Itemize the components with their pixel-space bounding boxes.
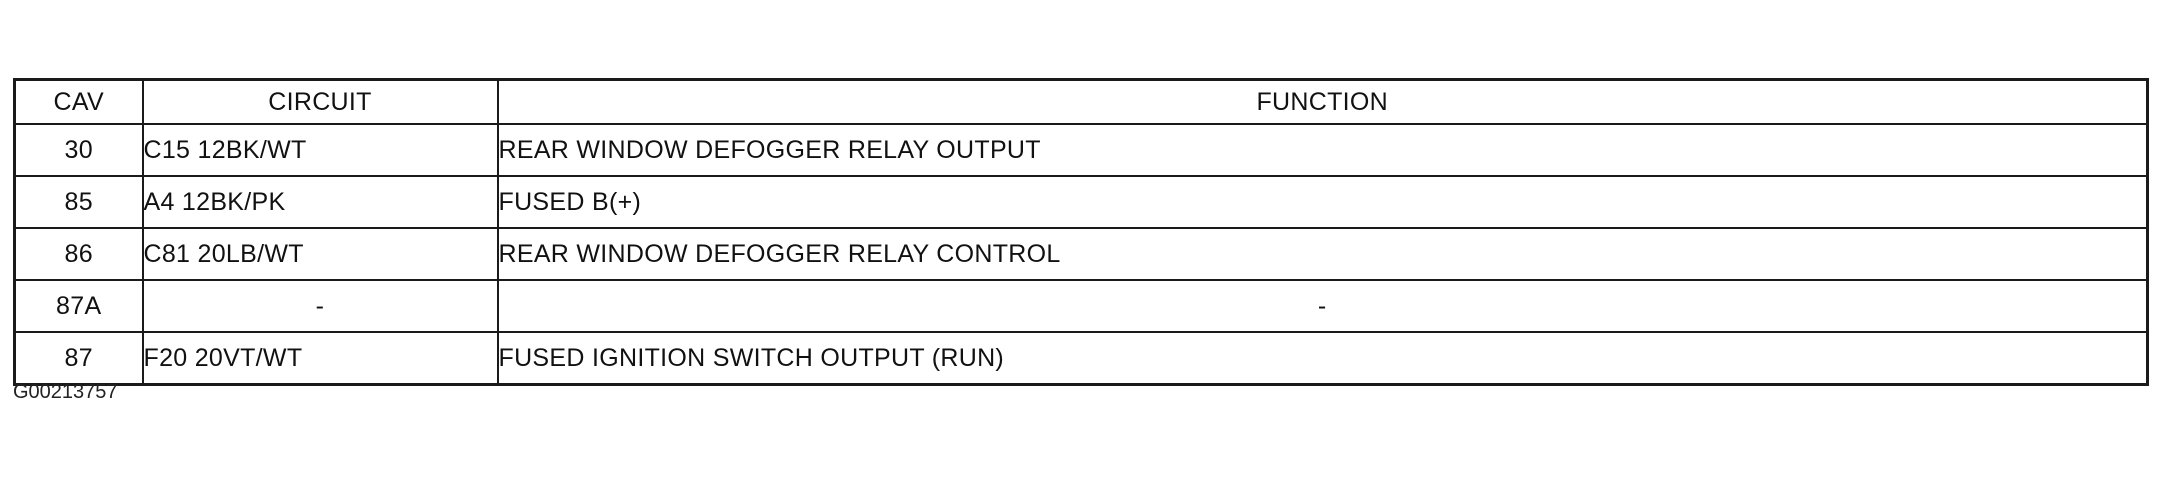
table-row: 87 F20 20VT/WT FUSED IGNITION SWITCH OUT…	[13, 331, 2149, 386]
cell-circuit: C15 12BK/WT	[141, 123, 499, 177]
connector-pinout-table: CAV CIRCUIT FUNCTION 30 C15 12BK/WT REAR…	[13, 78, 2149, 386]
header-function: FUNCTION	[496, 78, 2149, 125]
figure-id-label: G00213757	[13, 381, 118, 403]
cell-cav: 30	[13, 123, 144, 177]
table-row: 30 C15 12BK/WT REAR WINDOW DEFOGGER RELA…	[13, 123, 2149, 177]
table-row: 87A - -	[13, 279, 2149, 333]
cell-function: -	[496, 279, 2149, 333]
cell-circuit: -	[141, 279, 499, 333]
cell-function: FUSED IGNITION SWITCH OUTPUT (RUN)	[496, 331, 2149, 386]
cell-circuit: F20 20VT/WT	[141, 331, 499, 386]
table-header-row: CAV CIRCUIT FUNCTION	[13, 78, 2149, 125]
connector-pinout-table-container: CAV CIRCUIT FUNCTION 30 C15 12BK/WT REAR…	[13, 78, 2149, 386]
cell-cav: 87A	[13, 279, 144, 333]
cell-function: FUSED B(+)	[496, 175, 2149, 229]
cell-cav: 87	[13, 331, 144, 386]
header-cav: CAV	[13, 78, 144, 125]
table-row: 86 C81 20LB/WT REAR WINDOW DEFOGGER RELA…	[13, 227, 2149, 281]
header-circuit: CIRCUIT	[141, 78, 499, 125]
table-row: 85 A4 12BK/PK FUSED B(+)	[13, 175, 2149, 229]
cell-function: REAR WINDOW DEFOGGER RELAY OUTPUT	[496, 123, 2149, 177]
cell-circuit: A4 12BK/PK	[141, 175, 499, 229]
cell-circuit: C81 20LB/WT	[141, 227, 499, 281]
cell-function: REAR WINDOW DEFOGGER RELAY CONTROL	[496, 227, 2149, 281]
cell-cav: 86	[13, 227, 144, 281]
cell-cav: 85	[13, 175, 144, 229]
